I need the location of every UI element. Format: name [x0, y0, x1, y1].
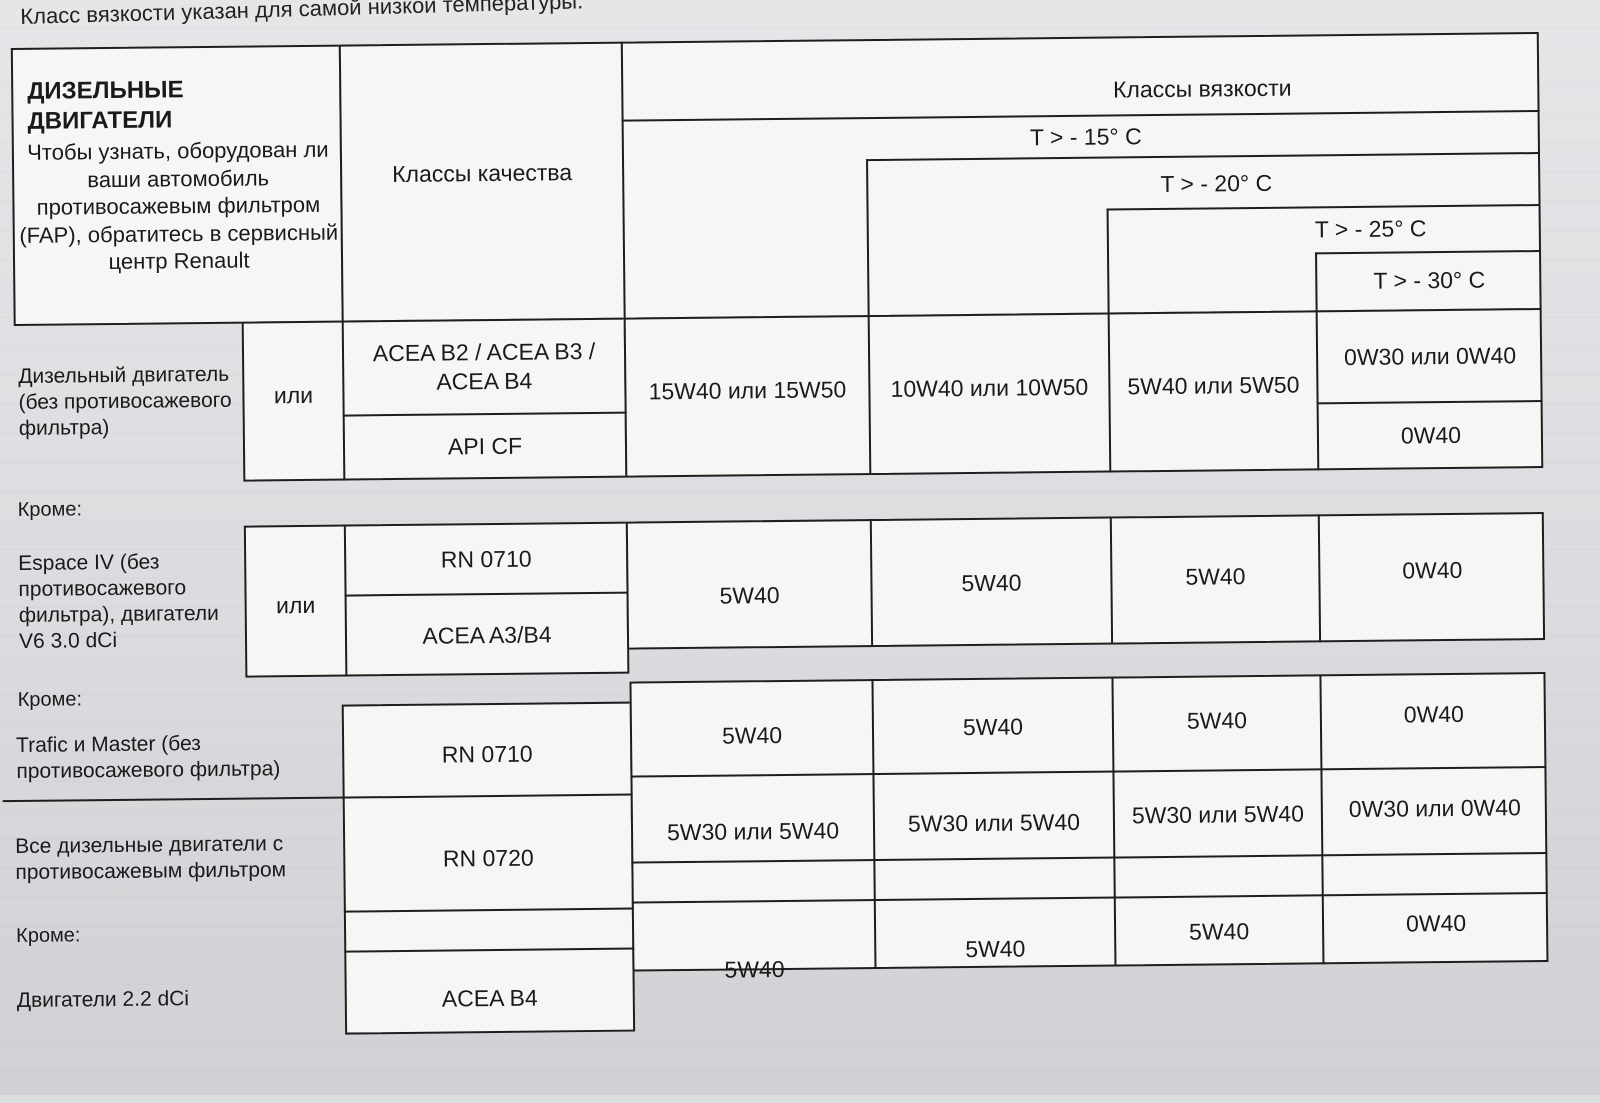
row4-v20: 5W30 или 5W40 [907, 808, 1081, 837]
row5-label: Двигатели 2.2 dCi [16, 987, 190, 1012]
temp-header-20: T > - 20° C [1160, 169, 1273, 197]
row1-v30a: 0W30 или 0W40 [1343, 341, 1517, 370]
row1-label: Дизельный двигатель (без противосажевого… [18, 362, 232, 441]
row1-quality-a: ACEA B2 / ACEA B3 / ACEA B4 [372, 338, 596, 395]
row4-label: Все дизельные двигатели с противосажевым… [15, 831, 287, 885]
row3-quality: RN 0710 [441, 740, 533, 768]
temp-header-15: T > - 15° C [1029, 122, 1142, 150]
row5-quality: ACEA B4 [441, 984, 538, 1012]
row1-v15: 15W40 или 15W50 [648, 375, 847, 404]
viscosity-classes-header: Классы вязкости [1112, 74, 1292, 103]
row2-quality-b: ACEA A3/B4 [422, 621, 552, 649]
row2-v15: 5W40 [719, 581, 780, 609]
row5-v30: 0W40 [1405, 909, 1467, 937]
row3-v15: 5W40 [721, 721, 783, 749]
row5-v25: 5W40 [1188, 917, 1250, 945]
row1-v20: 10W40 или 10W50 [890, 373, 1089, 402]
row1-or: или [273, 381, 314, 408]
row2-v25: 5W40 [1185, 562, 1246, 590]
quality-classes-header: Классы качества [392, 158, 573, 187]
row3-label: Trafic и Master (без противосажевого фил… [15, 731, 281, 784]
row2-label: Espace IV (без противосажевого фильтра),… [18, 550, 219, 654]
row3-v20: 5W40 [962, 713, 1024, 740]
row4-quality: RN 0720 [442, 844, 534, 872]
row2-v20: 5W40 [961, 569, 1022, 596]
row5-v15: 5W40 [724, 955, 785, 983]
row2-or: или [275, 591, 316, 618]
row4-v25: 5W30 или 5W40 [1131, 800, 1305, 828]
section-title: ДИЗЕЛЬНЫЕ ДВИГАТЕЛИ [27, 76, 184, 135]
temp-header-30: T > - 30° C [1373, 266, 1486, 294]
row1-v25: 5W40 или 5W50 [1127, 371, 1300, 399]
except-label: Кроме: [17, 497, 83, 521]
temp-header-25: T > - 25° C [1314, 214, 1427, 243]
except-label: Кроме: [17, 687, 83, 711]
row4-v30: 0W30 или 0W40 [1348, 793, 1522, 822]
row1-quality-b: API CF [447, 432, 523, 460]
row1-v30b: 0W40 [1400, 421, 1462, 449]
fap-note: Чтобы узнать, оборудован ли ваши автомоб… [19, 136, 339, 275]
row2-quality-a: RN 0710 [440, 545, 532, 573]
except-label: Кроме: [15, 923, 81, 947]
row3-v25: 5W40 [1186, 706, 1248, 734]
row3-v30: 0W40 [1403, 700, 1465, 728]
row5-v20: 5W40 [965, 935, 1026, 962]
row2-v30: 0W40 [1402, 556, 1463, 584]
row4-v15: 5W30 или 5W40 [666, 817, 840, 845]
